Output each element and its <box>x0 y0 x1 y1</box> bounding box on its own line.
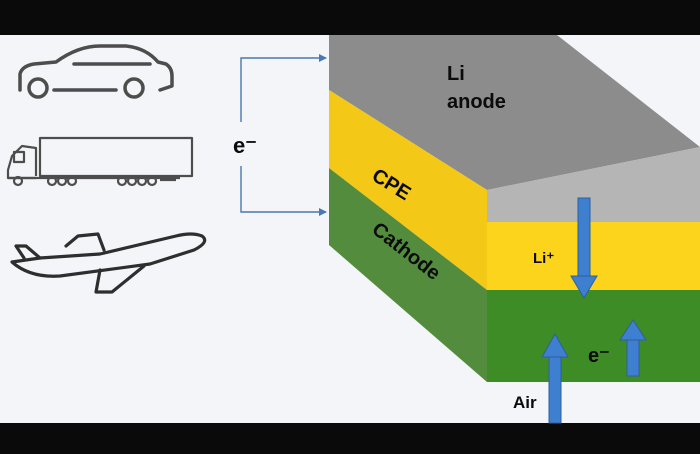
cathode-electron-label: e⁻ <box>588 345 610 367</box>
anode-front-face <box>487 147 700 222</box>
cpe-front-face <box>487 222 700 290</box>
car-icon <box>18 44 174 99</box>
external-circuit <box>240 54 327 216</box>
anode-top-face <box>329 35 700 190</box>
air-label: Air <box>513 393 537 412</box>
truck-icon <box>6 136 194 187</box>
air-up-arrow <box>541 332 569 424</box>
electron-label: e⁻ <box>233 133 257 158</box>
electron-up-arrow <box>619 319 647 377</box>
lithium-ion-down-arrow <box>570 197 598 299</box>
cathode-layer <box>329 168 487 382</box>
cpe-layer <box>329 90 487 290</box>
cathode-front-face <box>487 290 700 382</box>
anode-label: Li anode <box>447 63 506 113</box>
lithium-ion-label: Li⁺ <box>533 250 554 267</box>
airplane-icon <box>10 232 207 294</box>
